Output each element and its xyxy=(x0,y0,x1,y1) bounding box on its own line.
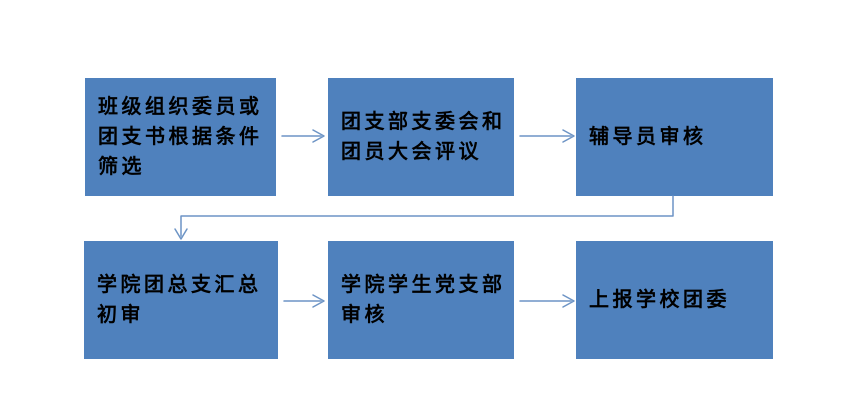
flow-step-5-label: 审核 xyxy=(341,304,388,326)
flow-step-1: 班级组织委员或 团支书根据条件 筛选 xyxy=(85,78,276,196)
arrow-step5-step6 xyxy=(519,294,575,308)
flow-step-5: 学院学生党支部 审核 xyxy=(328,241,514,359)
flow-step-6-label: 上报学校团委 xyxy=(589,289,730,311)
elbow-arrow-step3-step4 xyxy=(174,195,674,240)
flow-step-2: 团支部支委会和 团员大会评议 xyxy=(328,78,514,196)
arrow-step1-step2 xyxy=(281,129,325,143)
flow-step-4-label: 学院团总支汇总 xyxy=(97,274,262,296)
flow-step-1-label: 团支书根据条件 xyxy=(98,126,263,148)
flow-step-4: 学院团总支汇总 初审 xyxy=(84,241,278,359)
flow-step-3: 辅导员审核 xyxy=(576,78,773,196)
arrowhead-right-icon xyxy=(312,129,325,143)
arrowhead-down-icon xyxy=(174,228,188,240)
flow-step-3-label: 辅导员审核 xyxy=(589,126,707,148)
flow-step-1-label: 班级组织委员或 xyxy=(98,96,263,118)
arrowhead-right-icon xyxy=(312,294,325,308)
arrow-step2-step3 xyxy=(519,129,575,143)
flow-step-2-label: 团员大会评议 xyxy=(341,141,482,163)
flow-step-4-label: 初审 xyxy=(97,304,144,326)
arrow-step4-step5 xyxy=(283,294,325,308)
flow-step-5-label: 学院学生党支部 xyxy=(341,274,506,296)
arrowhead-right-icon xyxy=(562,129,575,143)
arrowhead-right-icon xyxy=(562,294,575,308)
flow-step-2-label: 团支部支委会和 xyxy=(341,111,506,133)
flow-step-1-label: 筛选 xyxy=(98,156,145,178)
flow-step-6: 上报学校团委 xyxy=(576,241,773,359)
